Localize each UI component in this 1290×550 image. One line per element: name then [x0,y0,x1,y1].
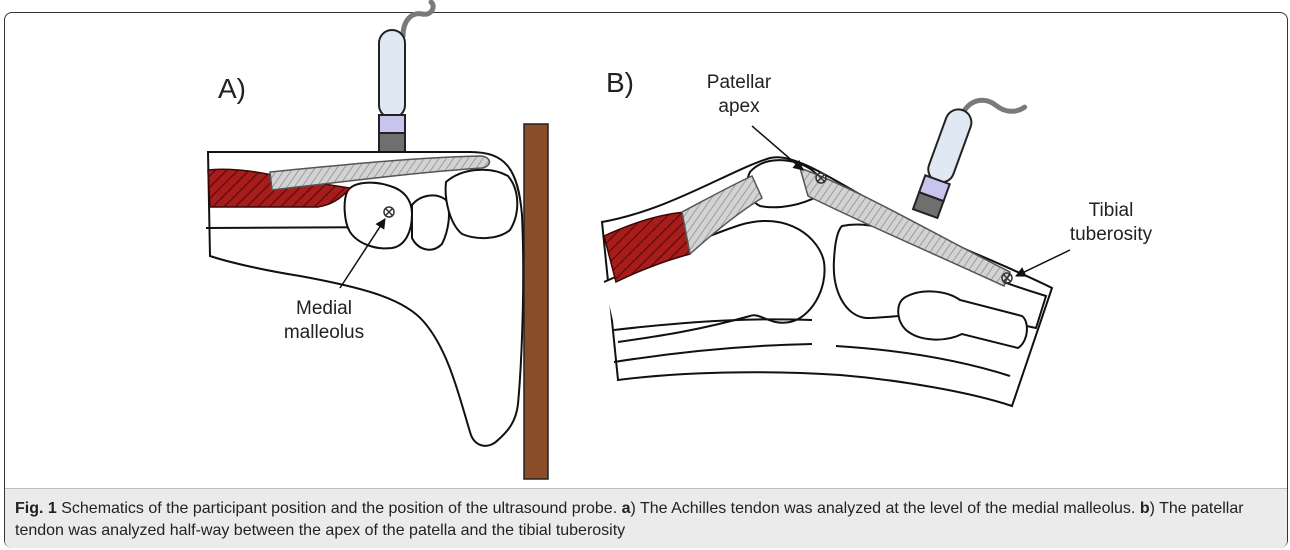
panel-b-label: B) [606,67,634,98]
panel-b-group: B) Patellar apex Tibial tuberosity [602,67,1153,406]
caption-part-a-text: ) The Achilles tendon was analyzed at th… [630,500,1139,517]
calcaneus-bone-a [446,170,518,238]
patellar-apex-label-line2: apex [718,96,760,117]
wooden-board-a [524,124,548,479]
medial-malleolus-label-line1: Medial [296,298,352,319]
figure-caption: Fig. 1 Schematics of the participant pos… [15,498,1280,542]
ultrasound-probe-b [913,83,1025,233]
figure-illustration: A) Medial malleolus [0,0,1290,490]
panel-a-group: A) Medial malleolus [206,2,548,479]
caption-fig-label: Fig. 1 [15,500,57,517]
patellar-apex-label-line1: Patellar [707,72,772,93]
ultrasound-probe-a [379,2,433,153]
talus-bone-a [345,183,412,249]
tibial-tuberosity-label-line1: Tibial [1089,200,1134,221]
caption-intro: Schematics of the participant position a… [57,500,622,517]
tibial-tuberosity-label-line2: tuberosity [1070,224,1153,245]
caption-band: Fig. 1 Schematics of the participant pos… [5,488,1287,548]
tibial-tuberosity-arrow [1016,250,1070,276]
medial-malleolus-label-line2: malleolus [284,322,364,343]
caption-part-b-label: b [1140,500,1150,517]
panel-a-label: A) [218,73,246,104]
